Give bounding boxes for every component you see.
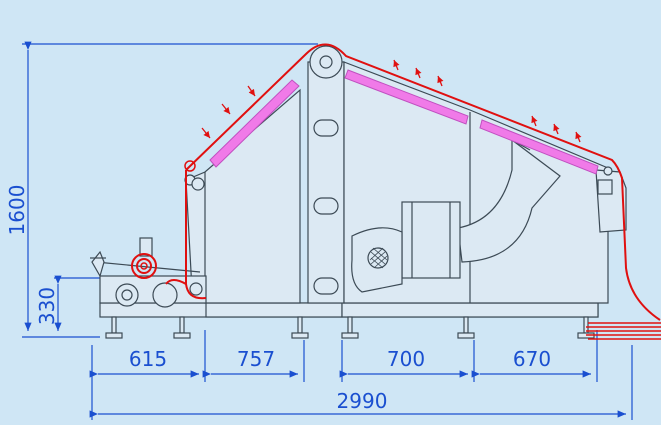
- heater-panels: [209, 69, 599, 175]
- dim-label-section-2: 757: [237, 347, 275, 371]
- dim-label-total-length: 2990: [337, 389, 388, 413]
- heat-arrows: [201, 59, 582, 143]
- machine-frame: [90, 61, 627, 339]
- dimension-lines: [22, 41, 633, 420]
- dim-label-infeed-height: 330: [35, 287, 59, 325]
- web-path: [131, 43, 661, 340]
- dim-label-section-4: 670: [513, 347, 551, 371]
- dim-label-section-3: 700: [387, 347, 425, 371]
- dim-label-total-height: 1600: [5, 185, 29, 236]
- dim-label-section-1: 615: [129, 347, 167, 371]
